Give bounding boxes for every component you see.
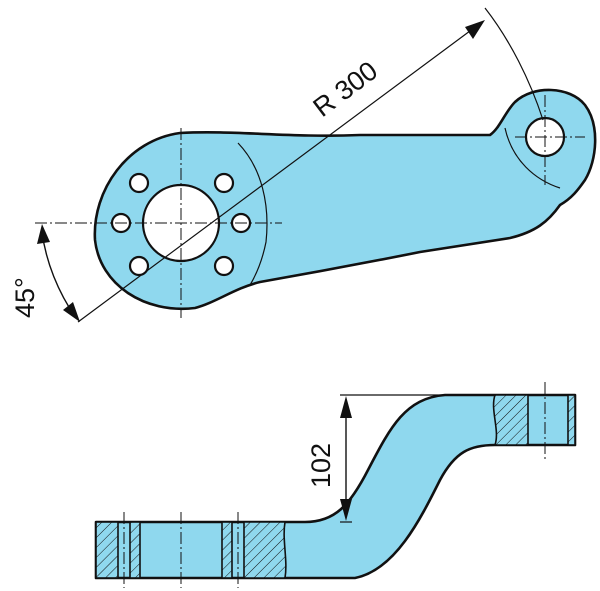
section-hatch [243,521,287,579]
arm-body-top [93,88,597,311]
angle-arrowhead-top [37,224,50,244]
height-arrowhead-bottom [340,499,352,521]
angle-label: 45° [10,277,40,318]
height-label: 102 [306,443,336,488]
section-hatch [492,394,529,446]
height-arrowhead-top [340,396,352,418]
section-hatch [567,394,576,446]
radius-arrowhead [465,20,485,39]
bolt-hole [213,172,235,194]
radius-leader-line [77,24,479,323]
hub-boundary-line [237,142,268,286]
bolt-hole [213,255,235,277]
bolt-hole [128,255,150,277]
section-hatch [95,521,119,579]
top-view: R 300 45° [10,7,597,323]
radius-label: R 300 [308,55,384,122]
radius-arc [484,7,544,121]
eye-boundary-line [504,127,561,189]
section-hatch [129,521,141,579]
side-view: 102 [94,382,577,588]
bolt-hole [128,172,150,194]
section-hatch [221,521,233,579]
angle-arrowhead-bottom [63,302,80,322]
